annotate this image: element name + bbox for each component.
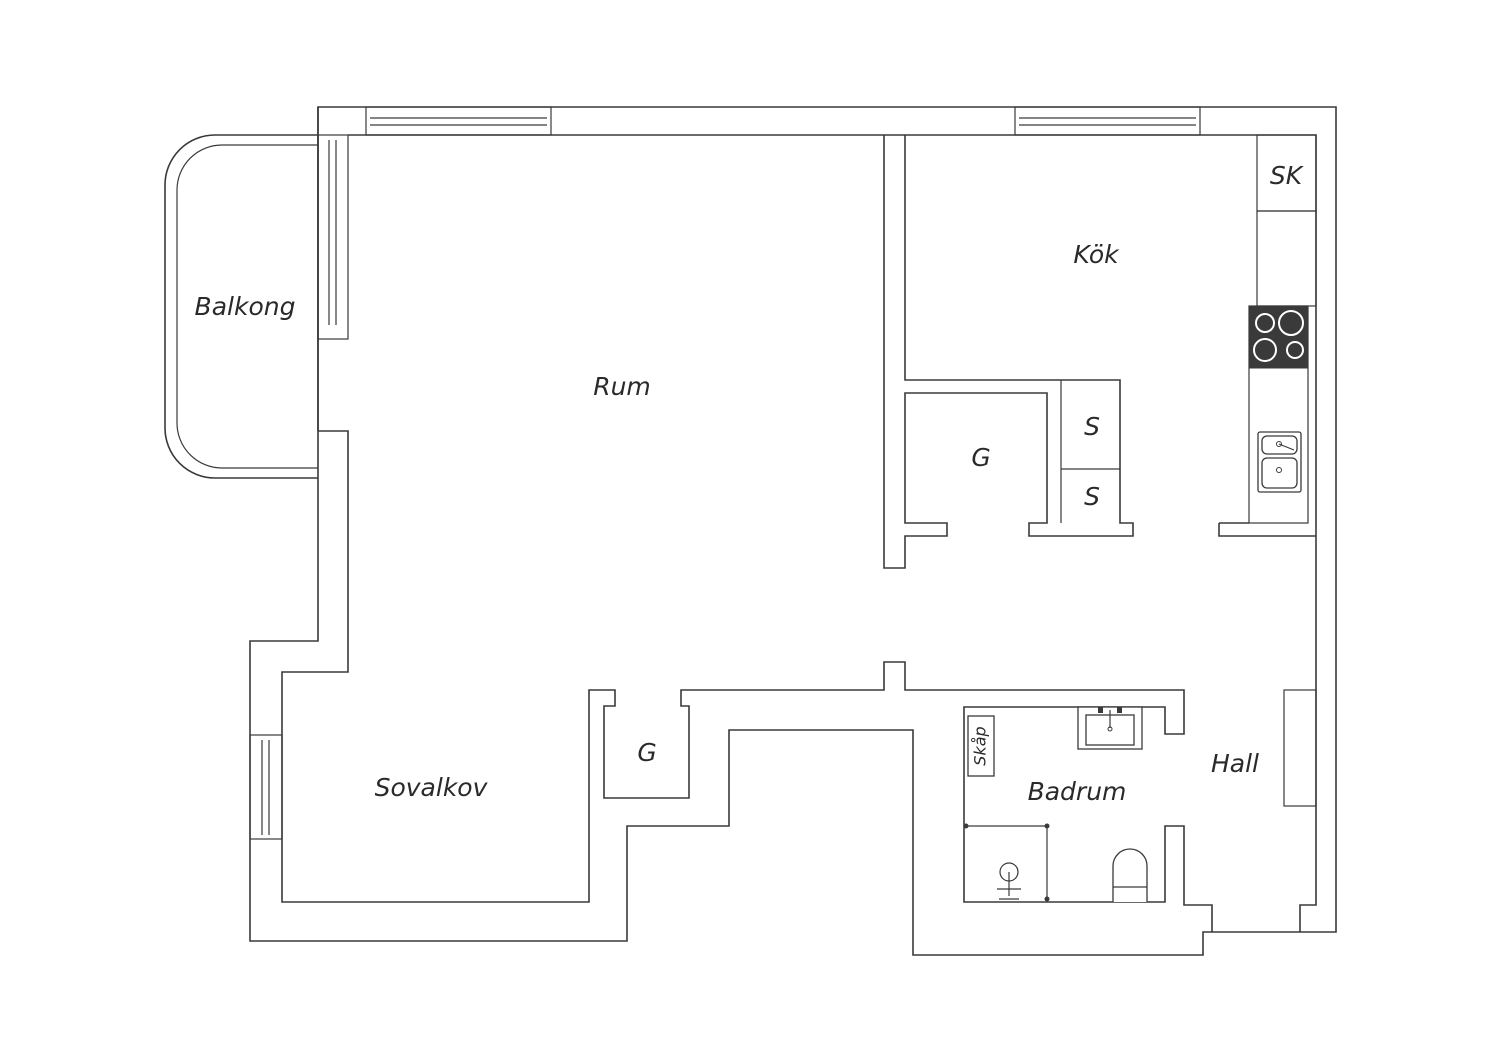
windows xyxy=(249,106,1201,840)
label-skap-1: S xyxy=(1084,412,1100,441)
label-bad-skap: Skåp xyxy=(971,726,990,765)
label-balkong: Balkong xyxy=(195,292,296,321)
label-badrum: Badrum xyxy=(1028,777,1127,806)
toilet-icon xyxy=(1112,848,1148,902)
label-sk: SK xyxy=(1270,161,1305,190)
label-garderob-1: G xyxy=(971,443,990,472)
balcony xyxy=(164,134,318,479)
kitchen-sink-icon xyxy=(1257,431,1302,493)
label-hall: Hall xyxy=(1211,749,1259,778)
label-rum: Rum xyxy=(593,372,651,401)
label-skap-2: S xyxy=(1084,482,1100,511)
exterior-walls xyxy=(249,106,1337,956)
room-labels: Balkong Rum Kök SK G S S G Sovalkov Badr… xyxy=(195,161,1305,806)
kitchen-fixtures xyxy=(1248,134,1317,524)
bathroom-fixtures xyxy=(963,706,1148,902)
interior-walls xyxy=(883,135,1317,807)
label-sovalkov: Sovalkov xyxy=(375,773,489,802)
shower-icon xyxy=(963,823,1050,902)
label-kok: Kök xyxy=(1073,240,1120,269)
label-garderob-2: G xyxy=(637,738,656,767)
cabinet-icon xyxy=(967,715,995,777)
bathroom-sink-icon xyxy=(1077,706,1143,750)
